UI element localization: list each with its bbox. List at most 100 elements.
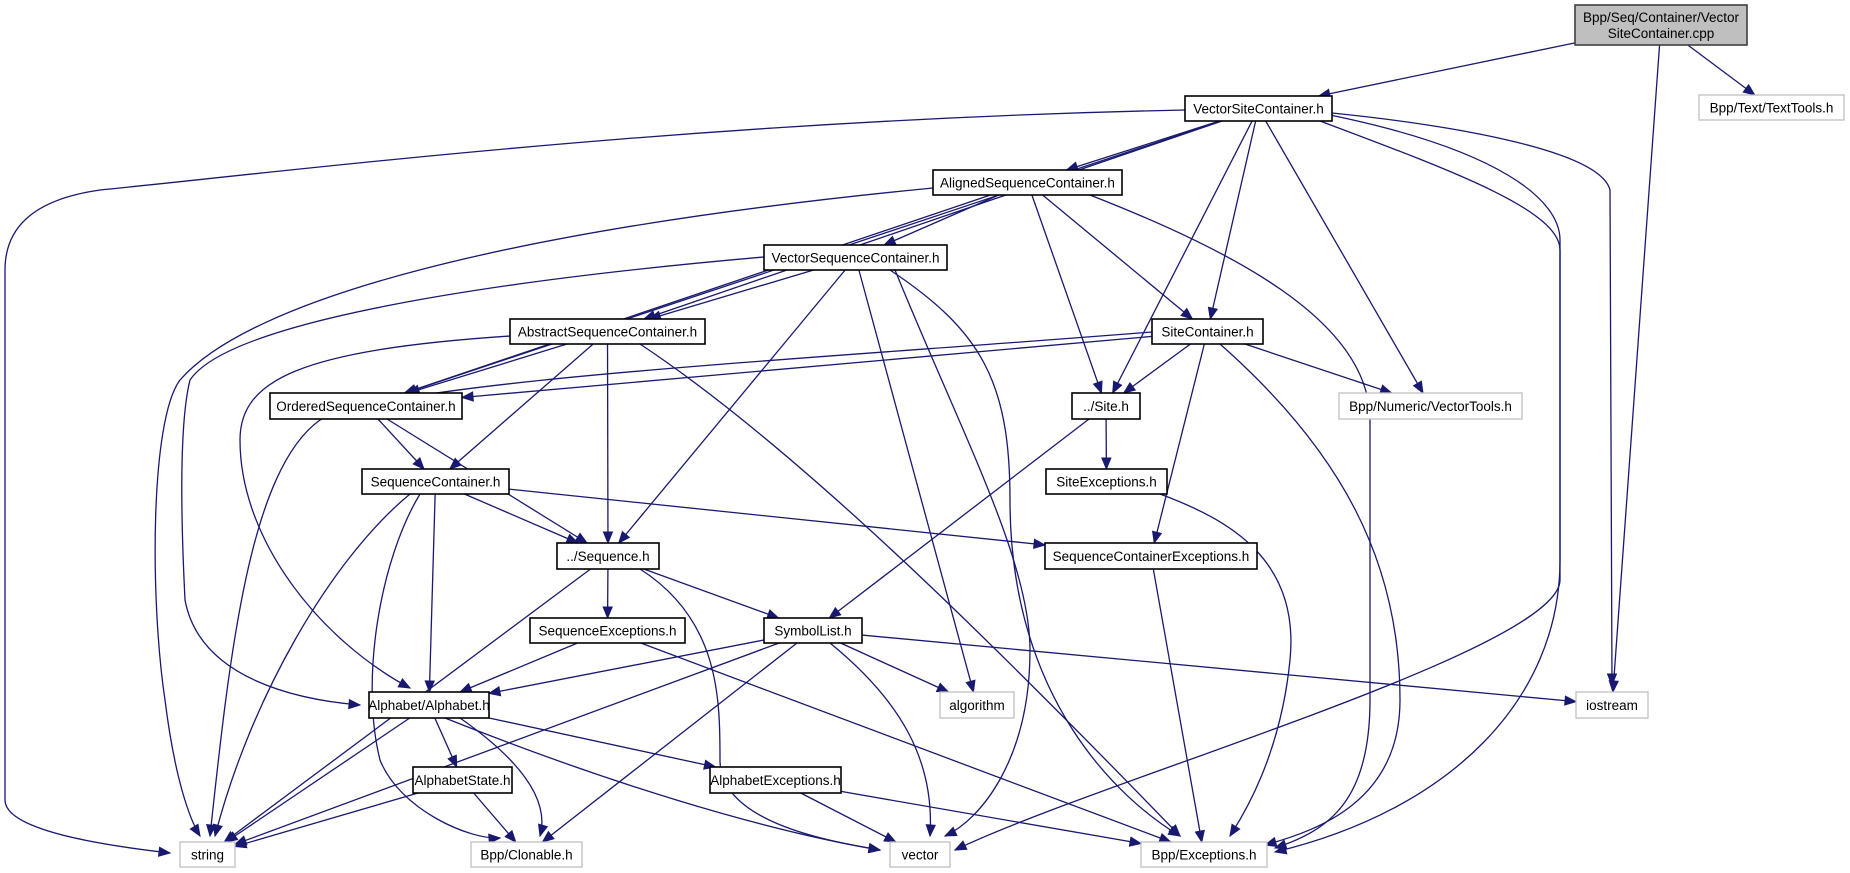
arrowhead-icon — [574, 532, 589, 544]
node-box[interactable] — [709, 766, 842, 794]
edge-line — [1274, 120, 1561, 853]
edge-line — [1209, 120, 1257, 320]
node-vsc[interactable]: VectorSiteContainer.h — [1184, 95, 1333, 122]
node-box[interactable] — [412, 766, 513, 794]
edge-line — [618, 269, 846, 544]
node-label: Bpp/Clonable.h — [480, 848, 572, 863]
node-box[interactable] — [763, 244, 948, 271]
node-box[interactable] — [1044, 542, 1258, 570]
node-box[interactable] — [1184, 95, 1333, 122]
arrowhead-icon — [538, 823, 549, 838]
node-label: Bpp/Seq/Container/Vector — [1583, 10, 1740, 25]
edge-line — [181, 256, 765, 706]
edge-vseqc-to-seq — [617, 269, 846, 545]
edge-line — [214, 493, 411, 837]
node-box[interactable] — [1338, 392, 1523, 420]
edge-astate-to-clonable — [473, 792, 517, 844]
node-box[interactable] — [889, 841, 951, 868]
edge-asc-to-string — [154, 187, 934, 838]
node-box[interactable] — [179, 841, 236, 868]
edge-seq-to-seqexc — [602, 568, 613, 620]
node-siteexc[interactable]: SiteExceptions.h — [1045, 468, 1168, 495]
node-vector[interactable]: vector — [889, 841, 951, 868]
node-box[interactable] — [529, 617, 686, 644]
edge-line — [1089, 194, 1371, 849]
arrowhead-icon — [867, 842, 882, 854]
edge-osc-to-seqc — [377, 418, 425, 470]
arrowhead-icon — [1033, 538, 1047, 549]
arrowhead-icon — [348, 698, 362, 710]
node-box[interactable] — [939, 691, 1015, 719]
node-box[interactable] — [361, 468, 510, 495]
node-box[interactable] — [368, 691, 490, 719]
arrowhead-icon — [943, 826, 958, 837]
arrowhead-icon — [1229, 823, 1241, 838]
node-label: SequenceContainer.h — [371, 475, 501, 490]
edge-vsc-to-asc — [1065, 120, 1220, 172]
node-algorithm[interactable]: algorithm — [939, 691, 1015, 719]
node-box[interactable] — [1574, 4, 1748, 46]
node-box[interactable] — [1045, 468, 1168, 495]
node-symlist[interactable]: SymbolList.h — [763, 617, 863, 644]
edge-asc-to-osc — [403, 194, 991, 395]
node-box[interactable] — [1140, 841, 1268, 868]
edge-line — [508, 488, 1046, 546]
node-vectortools[interactable]: Bpp/Numeric/VectorTools.h — [1338, 392, 1523, 420]
node-clonable[interactable]: Bpp/Clonable.h — [470, 841, 583, 868]
edge-line — [1042, 194, 1193, 320]
node-box[interactable] — [1151, 318, 1264, 345]
edge-line — [488, 717, 716, 768]
arrowhead-icon — [1092, 380, 1103, 395]
node-string[interactable]: string — [179, 841, 236, 868]
node-root[interactable]: Bpp/Seq/Container/VectorSiteContainer.cp… — [1574, 4, 1748, 46]
edge-line — [459, 717, 543, 837]
edge-asc-to-site — [1031, 194, 1103, 395]
node-alphabet[interactable]: Alphabet/Alphabet.h — [368, 691, 490, 719]
node-abs[interactable]: AbstractSequenceContainer.h — [509, 318, 706, 345]
edge-scexc-to-exceptions — [1152, 568, 1205, 844]
node-box[interactable] — [1071, 392, 1141, 420]
node-iostream[interactable]: iostream — [1575, 691, 1649, 719]
node-aexc[interactable]: AlphabetExceptions.h — [709, 766, 842, 794]
arrowhead-icon — [157, 846, 172, 857]
edge-alphabet-to-clonable — [459, 717, 549, 838]
edge-line — [1112, 120, 1253, 394]
node-box[interactable] — [269, 392, 463, 420]
node-label: AlignedSequenceContainer.h — [940, 176, 1115, 191]
node-seqc[interactable]: SequenceContainer.h — [361, 468, 510, 495]
edge-line — [239, 335, 511, 689]
node-box[interactable] — [763, 617, 863, 644]
edge-line — [234, 642, 780, 845]
node-asc[interactable]: AlignedSequenceContainer.h — [932, 169, 1123, 196]
node-texttools[interactable]: Bpp/Text/TextTools.h — [1698, 94, 1845, 121]
node-box[interactable] — [556, 542, 660, 570]
edge-alphabet-to-vector — [444, 717, 882, 854]
arrowhead-icon — [448, 457, 462, 470]
node-box[interactable] — [1575, 691, 1649, 719]
node-box[interactable] — [509, 318, 706, 345]
node-label: Alphabet/Alphabet.h — [368, 698, 490, 713]
node-seqexc[interactable]: SequenceExceptions.h — [529, 617, 686, 644]
node-vseqc[interactable]: VectorSequenceContainer.h — [763, 244, 948, 271]
edge-vseqc-to-algorithm — [858, 269, 976, 694]
node-label: SymbolList.h — [774, 624, 851, 639]
edge-seqexc-to-alphabet — [458, 642, 578, 693]
node-osc[interactable]: OrderedSequenceContainer.h — [269, 392, 463, 420]
edge-line — [444, 717, 881, 851]
edge-seqc-to-clonable — [371, 493, 502, 844]
node-box[interactable] — [470, 841, 583, 868]
edge-seqc-to-scexc — [508, 488, 1047, 549]
node-box[interactable] — [932, 169, 1123, 196]
node-exceptions[interactable]: Bpp/Exceptions.h — [1140, 841, 1268, 868]
node-sitec[interactable]: SiteContainer.h — [1151, 318, 1264, 345]
arrowhead-icon — [1168, 824, 1181, 837]
node-site[interactable]: ../Site.h — [1071, 392, 1141, 420]
edge-vsc-to-iostream — [1331, 112, 1618, 687]
node-seq[interactable]: ../Sequence.h — [556, 542, 660, 570]
edge-line — [894, 269, 1031, 837]
node-scexc[interactable]: SequenceContainerExceptions.h — [1044, 542, 1258, 570]
node-label: Bpp/Text/TextTools.h — [1710, 101, 1834, 116]
node-astate[interactable]: AlphabetState.h — [412, 766, 513, 794]
node-box[interactable] — [1698, 94, 1845, 121]
edge-root-to-vsc — [1317, 42, 1576, 99]
